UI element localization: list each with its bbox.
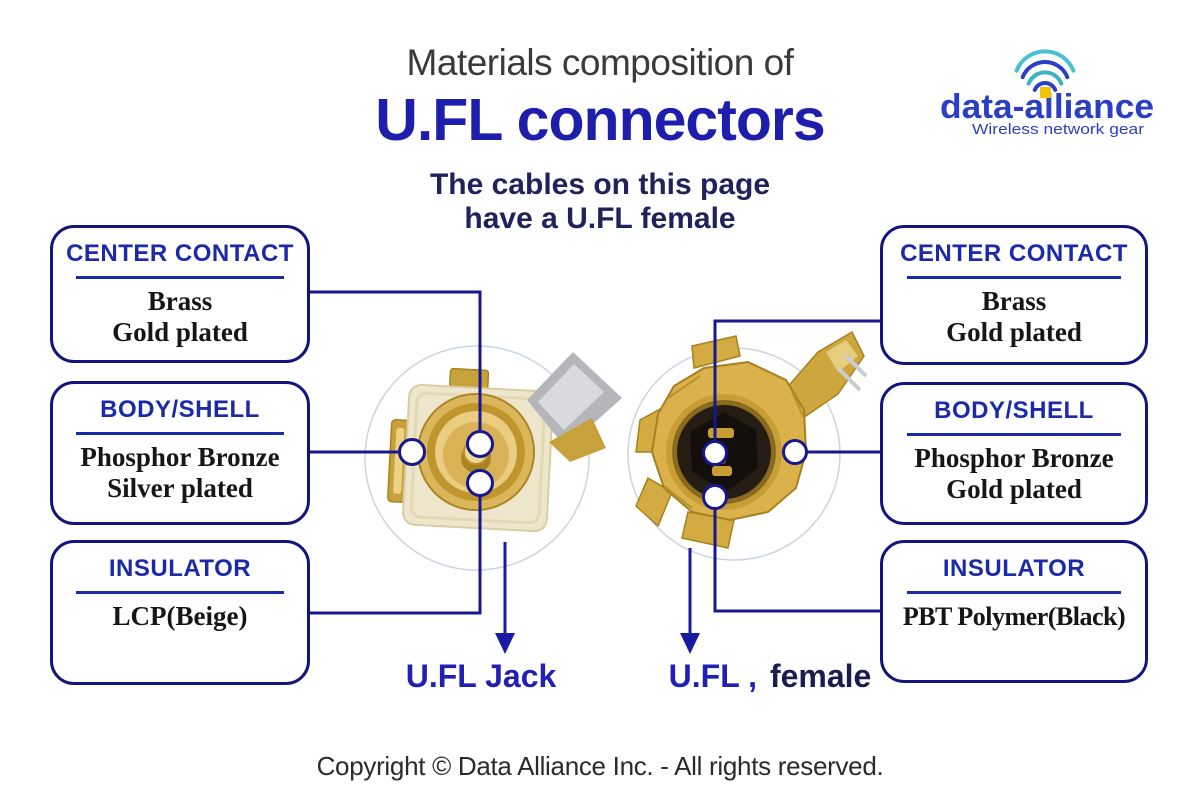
wifi-arcs-icon [1014, 49, 1076, 92]
material-line: Brass [981, 286, 1047, 316]
down-arrow-left [495, 633, 515, 654]
box-materials: PBT Polymer(Black) [883, 601, 1145, 632]
box-divider [906, 276, 1122, 279]
down-arrow-right [680, 633, 700, 654]
material-box-right-center-contact: CENTER CONTACT Brass Gold plated [880, 225, 1148, 365]
material-line: Gold plated [946, 317, 1082, 347]
box-divider [75, 432, 285, 435]
box-heading: CENTER CONTACT [900, 240, 1128, 267]
material-line: Phosphor Bronze [914, 443, 1114, 473]
page-title: U.FL connectors [375, 87, 825, 153]
material-box-left-insulator: INSULATOR LCP(Beige) [50, 540, 310, 685]
material-box-right-insulator: INSULATOR PBT Polymer(Black) [880, 540, 1148, 683]
subtitle-line2: have a U.FL female [464, 202, 736, 235]
callout-lines [310, 290, 882, 615]
box-heading: CENTER CONTACT [66, 240, 294, 267]
logo-graphic: data-alliance Wireless network gear [940, 49, 1154, 138]
material-line: PBT Polymer(Black) [902, 602, 1126, 631]
box-divider [906, 591, 1122, 594]
material-line: Phosphor Bronze [80, 442, 280, 472]
subtitle: The cables on this page have a U.FL fema… [0, 168, 1200, 236]
line-left-insulator [310, 496, 482, 615]
down-arrows [495, 542, 700, 654]
logo-tagline: Wireless network gear [972, 122, 1144, 138]
material-box-left-center-contact: CENTER CONTACT Brass Gold plated [50, 225, 310, 363]
material-box-left-body-shell: BODY/SHELL Phosphor Bronze Silver plated [50, 381, 310, 525]
marker-female-center-contact [702, 440, 728, 466]
material-line: Silver plated [107, 473, 253, 503]
ufl-female-photo [627, 330, 868, 561]
marker-female-body-shell [782, 439, 808, 465]
subtitle-line1: The cables on this page [429, 168, 771, 201]
marker-female-insulator [702, 484, 728, 510]
box-materials: Brass Gold plated [883, 286, 1145, 348]
material-line: LCP(Beige) [112, 601, 248, 631]
label-ufl-jack: U.FL Jack [405, 658, 557, 694]
material-line: Brass [147, 286, 213, 316]
box-divider [75, 591, 285, 594]
box-divider [75, 276, 285, 279]
box-heading: BODY/SHELL [100, 396, 260, 423]
material-box-right-body-shell: BODY/SHELL Phosphor Bronze Gold plated [880, 382, 1148, 525]
pretitle: Materials composition of [406, 42, 794, 83]
box-materials: LCP(Beige) [53, 601, 307, 632]
point-markers [398, 430, 808, 510]
material-line: Gold plated [946, 474, 1082, 504]
box-divider [906, 433, 1122, 436]
marker-jack-center-contact [466, 430, 494, 458]
label-ufl-female-part1: U.FL , [668, 658, 757, 694]
box-heading: INSULATOR [942, 555, 1086, 582]
label-ufl-female: U.FL , female [640, 658, 900, 695]
data-alliance-logo: data-alliance Wireless network gear [928, 40, 1166, 140]
logo-yellow-dot [1040, 87, 1051, 98]
line-left-center-contact [310, 290, 482, 431]
marker-jack-insulator [466, 469, 494, 497]
material-line: Gold plated [112, 317, 248, 347]
copyright-text: Copyright © Data Alliance Inc. - All rig… [316, 751, 884, 781]
box-materials: Phosphor Bronze Silver plated [53, 442, 307, 504]
box-materials: Brass Gold plated [53, 286, 307, 348]
marker-jack-body-shell [398, 438, 426, 466]
label-ufl-female-part2: female [769, 658, 872, 694]
line-right-center-contact [713, 319, 882, 441]
box-heading: INSULATOR [108, 555, 252, 582]
box-heading: BODY/SHELL [934, 397, 1094, 424]
box-materials: Phosphor Bronze Gold plated [883, 443, 1145, 505]
line-right-insulator [713, 509, 882, 613]
